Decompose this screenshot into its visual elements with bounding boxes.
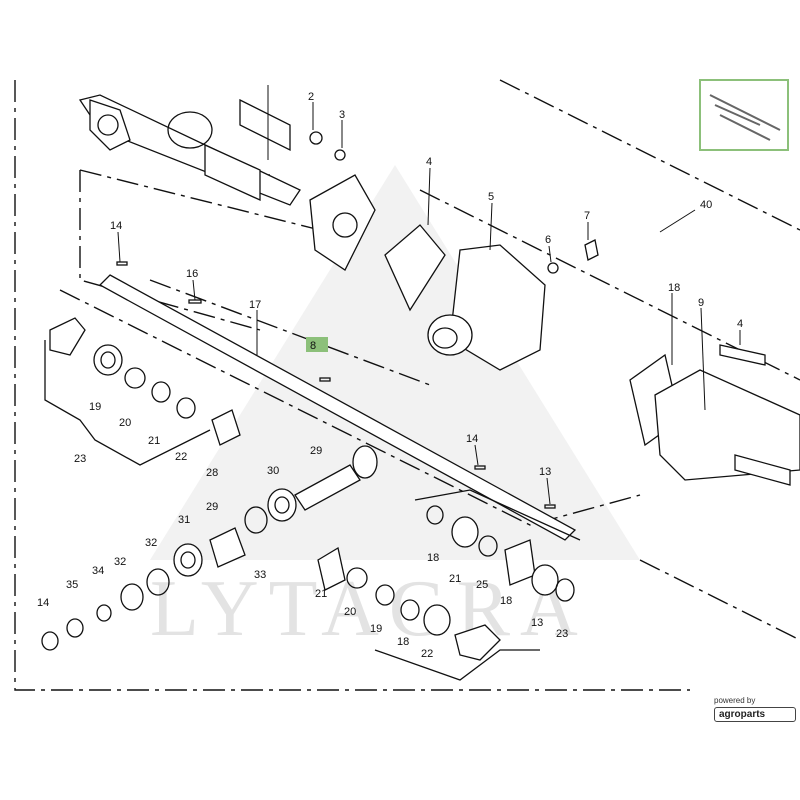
callout-21: 22 (175, 451, 187, 463)
callout-9: 4 (737, 318, 743, 330)
callout-20: 21 (148, 435, 160, 447)
callout-33: 34 (92, 565, 104, 577)
callout-25: 18 (500, 595, 512, 607)
watermark-triangle (150, 165, 640, 560)
callout-29b: 31 (178, 514, 190, 526)
callout-numbers: 2 3 4 5 6 7 40 14 17 8 9 4 18 16 19 20 2… (37, 91, 743, 660)
callout-40: 40 (700, 199, 712, 211)
callout-19b: 18 (397, 636, 409, 648)
callout-22: 23 (74, 453, 86, 465)
callout-14c: 14 (466, 433, 478, 445)
callout-13b: 23 (556, 628, 568, 640)
callout-28: 29 (310, 445, 322, 457)
callout-14d: 13 (539, 466, 551, 478)
right-housing (629, 344, 800, 486)
callout-18d: 22 (421, 648, 433, 660)
agroparts-logo: agroparts (714, 707, 796, 722)
callout-4b: 18 (668, 282, 680, 294)
callout-14: 14 (110, 220, 122, 232)
left-gear-pack (44, 317, 241, 466)
callout-18b: 21 (449, 573, 461, 585)
frame-shaft (59, 279, 641, 526)
callout-32: 32 (114, 556, 126, 568)
callout-34: 35 (66, 579, 78, 591)
callout-20b: 19 (370, 623, 382, 635)
agroparts-branding: powered by agroparts (714, 696, 796, 736)
watermark-text: LYTAGRA (150, 565, 588, 653)
callout-35: 14 (37, 597, 49, 609)
upper-gearbox (78, 94, 599, 371)
frame-outer (14, 79, 800, 691)
callout-18: 19 (89, 401, 101, 413)
callout-16: 17 (249, 299, 261, 311)
callout-30: 29 (206, 501, 218, 513)
callout-4: 4 (426, 156, 432, 168)
callout-21c: 20 (344, 606, 356, 618)
right-gear-pack (317, 489, 581, 681)
callout-17-highlight (306, 337, 328, 352)
pinion-shaft (41, 445, 378, 651)
callout-31: 32 (145, 537, 157, 549)
callout-5: 5 (488, 191, 494, 203)
callout-23: 28 (206, 467, 218, 479)
callout-2: 2 (308, 91, 314, 103)
leader-lines (117, 85, 741, 505)
thumbnail-inset (699, 79, 789, 151)
callout-6: 6 (545, 234, 551, 246)
callout-21b: 25 (476, 579, 488, 591)
callout-17: 8 (310, 340, 316, 352)
powered-by-label: powered by (714, 696, 756, 705)
callout-8: 9 (698, 297, 704, 309)
callout-3: 3 (339, 109, 345, 121)
callout-29: 30 (267, 465, 279, 477)
callout-14b: 16 (186, 268, 198, 280)
callout-13: 18 (427, 552, 439, 564)
callout-32b: 33 (254, 569, 266, 581)
callout-23b: 21 (315, 588, 327, 600)
callout-19: 20 (119, 417, 131, 429)
callout-18c: 13 (531, 617, 543, 629)
callout-7: 7 (584, 210, 590, 222)
